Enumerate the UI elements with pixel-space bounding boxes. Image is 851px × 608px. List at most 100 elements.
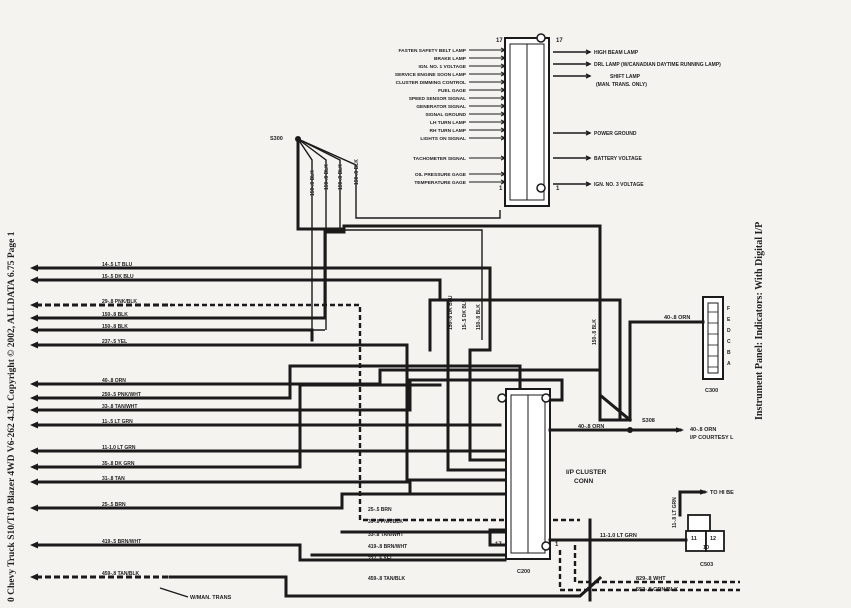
wire-arrow [30,394,38,402]
top-left-label: IGN. NO. 1 VOLTAGE [418,64,466,70]
vertical-wire-label: 150-.8 BLK [338,164,344,190]
harness-wire-label: 25-.5 BRN [102,502,126,508]
harness-wire-label: 40-.8 ORN [102,378,126,384]
c300-pin: A [727,361,731,367]
courtesy-wire: 40-.8 ORN [690,427,716,433]
top-left-label: LIGHTS ON SIGNAL [420,136,466,142]
wire-arrow [30,341,38,349]
c503-pin-11: 11 [691,536,697,542]
lead-arrow [500,135,507,141]
lead-arrow [500,155,507,161]
courtesy-label: I/P COURTESY L [690,435,734,441]
wire-arrow [30,380,38,388]
lead-arrow [500,63,507,69]
relay-wire: 11-.8 LT GRN [672,497,678,528]
lead-arrow [500,179,507,185]
c503-id: C503 [700,562,713,568]
inner-wire-label: 25-.5 BRN [368,507,392,513]
top-right-label: IGN. NO. 3 VOLTAGE [594,182,644,188]
wire-arrow [30,447,38,455]
lead-arrow [500,55,507,61]
top-right-label: SHIFT LAMP [610,74,641,80]
wire-arrow [30,326,38,334]
wire-arrow [30,421,38,429]
wire-arrow [30,264,38,272]
wire-arrow [30,541,38,549]
inner-wire-label: 459-.8 TAN/BLK [368,576,406,582]
right-side-circuits: 40-.8 ORN C300 S308 40-.8 ORN 40-.8 ORN … [159,49,740,602]
harness-wire-label: 11-1.0 LT GRN [102,445,136,451]
harness-wire-label: 33-.8 TAN/WHT [102,404,137,410]
top-conn-pin1: 1 [499,186,503,192]
lead-arrow [500,71,507,77]
lead-arrow [500,171,507,177]
harness-wire-label: 11-.5 LT GRN [102,419,133,425]
top-left-label: FASTEN SAFETY BELT LAMP [398,48,466,54]
harness-wire-label: 419-.5 BRN/WHT [102,539,141,545]
top-left-label: GENERATOR SIGNAL [416,104,466,110]
lead-arrow [500,119,507,125]
harness-wire-label: 14-.5 LT BLU [102,262,133,268]
c300-id: C300 [705,388,718,394]
top-left-label: TEMPERATURE GAGE [414,180,466,186]
top-right-label: (MAN. TRANS. ONLY) [596,82,647,88]
c503-left-wire: 11-1.0 LT GRN [600,533,637,539]
harness-wire-label: 459-.8 TAN/BLK [102,571,140,577]
ip-cluster-connector: I/P CLUSTER CONN 17 1 C200 [495,388,607,575]
top-conn-pin17: 17 [496,38,503,44]
left-side-caption: 0 Chevy Truck S10/T10 Blazer 4WD V6-262 … [6,231,17,602]
lead-arrow [500,127,507,133]
left-harness-wires: 14-.5 LT BLU 15-.5 DK BLU 29-.8 PNK/BLK 150… [30,262,172,581]
trans-label: W/MAN. TRANS [190,595,232,601]
top-left-label: OIL PRESSURE GAGE [415,172,467,178]
top-left-label: BRAKE LAMP [434,56,467,62]
c300-pin: B [727,350,731,356]
lead-arrow [500,79,507,85]
top-conn-pin17-right: 17 [556,38,563,44]
lead-arrow [500,87,507,93]
c503-pin-10: 10 [703,545,709,551]
wire-arrow [30,478,38,486]
vertical-wire-label: 150-.8 BLK [354,159,360,185]
cluster-conn-id: C200 [517,569,530,575]
wire-arrow [30,504,38,512]
cluster-title-2: CONN [574,478,593,485]
top-left-label: FUEL GAGE [438,88,467,94]
wire-arrow [30,463,38,471]
wire-arrow [30,276,38,284]
right-side-caption: Instrument Panel: Indicators: With Digit… [754,222,765,420]
bottom-wire-1: 829-.8 WHT [636,576,666,582]
s300-label: S300 [270,136,283,142]
top-right-label: POWER GROUND [594,131,637,137]
top-right-label: HIGH BEAM LAMP [594,50,639,56]
top-left-label: SIGNAL GROUND [425,112,466,118]
lead-arrow [500,103,507,109]
cluster-pin1: 1 [555,542,559,548]
bottom-wire-2: 552-.8 GRN/BLK [636,587,678,593]
top-left-label: SPEED SENSOR SIGNAL [409,96,466,102]
top-left-label: RH TURN LAMP [429,128,466,134]
inner-wire-label: 39-.8 PNK/BLK [368,519,403,525]
c300-wire-label: 40-.8 ORN [664,315,690,321]
wire-arrow [30,573,38,581]
lead-arrow [500,111,507,117]
harness-wire-label: 29-.8 PNK/BLK [102,299,137,305]
harness-wire-label: 237-.5 YEL [102,339,127,345]
top-right-label: BATTERY VOLTAGE [594,156,642,162]
top-right-label: DRL LAMP (W/CANADIAN DAYTIME RUNNING LAM… [594,62,721,68]
c300-pin: E [727,317,731,323]
wire-arrow [30,314,38,322]
cluster-pin17: 17 [495,542,502,548]
top-connector-left-labels: FASTEN SAFETY BELT LAMP BRAKE LAMP IGN. NO… [395,47,507,186]
inner-wire-label: 419-.8 BRN/WHT [368,544,407,550]
cluster-title-1: I/P CLUSTER [566,469,607,476]
cluster-out-wire: 40-.8 ORN [578,424,604,430]
vertical-wire-label: 150-.8 BLK [476,304,482,330]
harness-wire-label: 15-.5 DK BLU [102,274,134,280]
harness-wire-label: 150-.8 BLK [102,312,128,318]
harness-wire-label: 31-.8 TAN [102,476,125,482]
top-left-label: LH TURN LAMP [430,120,467,126]
